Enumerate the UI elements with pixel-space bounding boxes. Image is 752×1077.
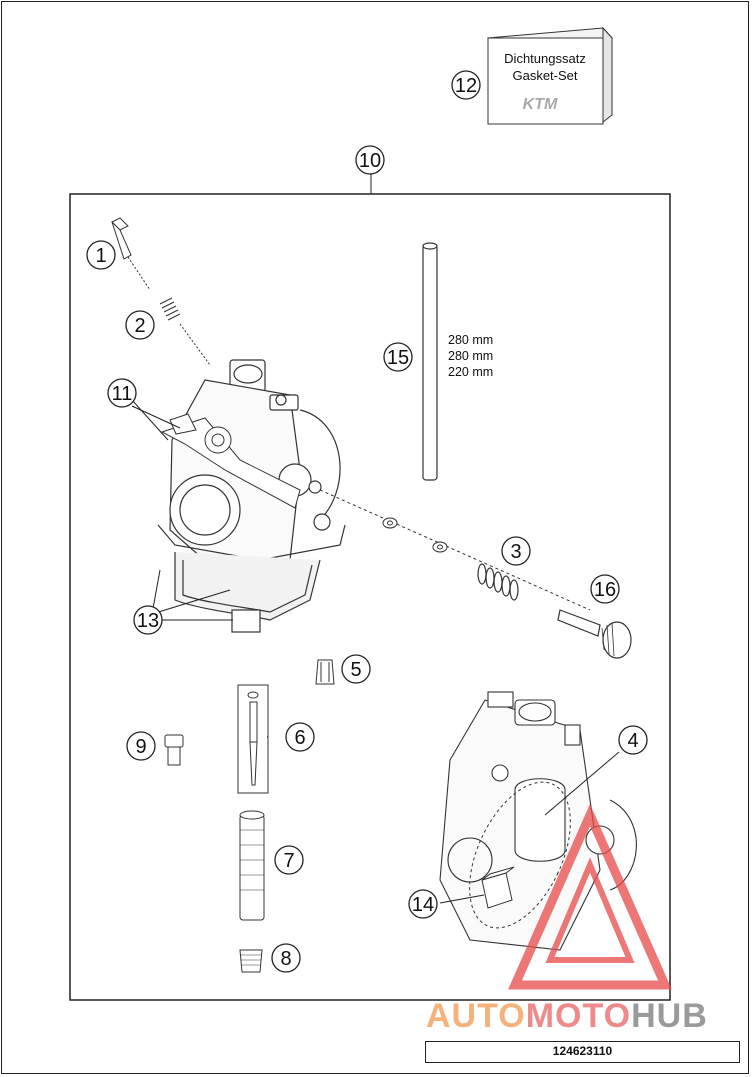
callout-16: 16 bbox=[590, 574, 620, 604]
callout-6: 6 bbox=[285, 722, 315, 752]
svg-text:14: 14 bbox=[412, 894, 434, 916]
callout-2: 2 bbox=[125, 310, 155, 340]
svg-text:6: 6 bbox=[294, 727, 305, 749]
pilot-jet bbox=[239, 949, 263, 973]
hose-length-2: 280 mm bbox=[448, 349, 493, 363]
float-part bbox=[481, 866, 515, 909]
part-number-label: 124623110 bbox=[425, 1041, 740, 1063]
assembly-box bbox=[69, 193, 671, 1001]
gasket-set-box: Dichtungssatz Gasket-Set KTM bbox=[486, 26, 614, 125]
svg-text:12: 12 bbox=[455, 75, 477, 97]
assembly-axis bbox=[319, 489, 591, 611]
fuel-hose bbox=[422, 242, 438, 481]
svg-text:1: 1 bbox=[95, 245, 106, 267]
callout-10: 10 bbox=[355, 145, 385, 175]
callout-1: 1 bbox=[86, 240, 116, 270]
carburetor-body bbox=[157, 359, 346, 633]
svg-text:8: 8 bbox=[280, 948, 291, 970]
callout-11: 11 bbox=[107, 378, 137, 408]
washers bbox=[382, 517, 448, 553]
callout-13: 13 bbox=[133, 605, 163, 635]
main-jet bbox=[315, 659, 335, 685]
svg-text:16: 16 bbox=[594, 579, 616, 601]
callout-15: 15 bbox=[383, 342, 413, 372]
callout-12: 12 bbox=[451, 70, 481, 100]
callout-4: 4 bbox=[618, 725, 648, 755]
callout-8: 8 bbox=[271, 943, 301, 973]
watermark-triangle bbox=[508, 803, 672, 990]
svg-text:13: 13 bbox=[137, 610, 159, 632]
svg-text:9: 9 bbox=[135, 736, 146, 758]
adjusting-knob bbox=[557, 609, 632, 659]
gasket-box-line2: Gasket-Set bbox=[512, 68, 577, 83]
gasket-box-logo: KTM bbox=[523, 96, 558, 113]
svg-text:15: 15 bbox=[387, 347, 409, 369]
svg-text:7: 7 bbox=[283, 850, 294, 872]
hose-length-3: 220 mm bbox=[448, 365, 493, 379]
callout-7: 7 bbox=[274, 845, 304, 875]
svg-text:4: 4 bbox=[627, 730, 638, 752]
leader-lines bbox=[131, 399, 620, 904]
svg-text:3: 3 bbox=[510, 541, 521, 563]
svg-text:11: 11 bbox=[112, 383, 133, 405]
spring-part bbox=[159, 297, 211, 366]
needle-jet bbox=[239, 810, 265, 921]
hose-length-1: 280 mm bbox=[448, 333, 493, 347]
callout-3: 3 bbox=[501, 536, 531, 566]
return-spring bbox=[477, 563, 519, 601]
watermark-moto: MOTO bbox=[525, 997, 632, 1035]
watermark-hub: HUB bbox=[631, 997, 708, 1035]
gasket-ring-outline bbox=[469, 781, 571, 929]
screw-part bbox=[111, 217, 151, 291]
gasket-box-line1: Dichtungssatz bbox=[504, 51, 586, 66]
callout-14: 14 bbox=[408, 889, 438, 919]
watermark-auto: AUTO bbox=[426, 997, 526, 1035]
jet-needle bbox=[237, 684, 269, 794]
svg-text:2: 2 bbox=[134, 315, 145, 337]
choke-lever bbox=[160, 413, 301, 509]
idle-jet bbox=[164, 734, 184, 766]
callout-5: 5 bbox=[341, 654, 371, 684]
svg-text:5: 5 bbox=[350, 659, 361, 681]
watermark-text: AUTOMOTOHUB bbox=[426, 996, 746, 1036]
callout-9: 9 bbox=[126, 731, 156, 761]
svg-text:10: 10 bbox=[359, 150, 381, 172]
